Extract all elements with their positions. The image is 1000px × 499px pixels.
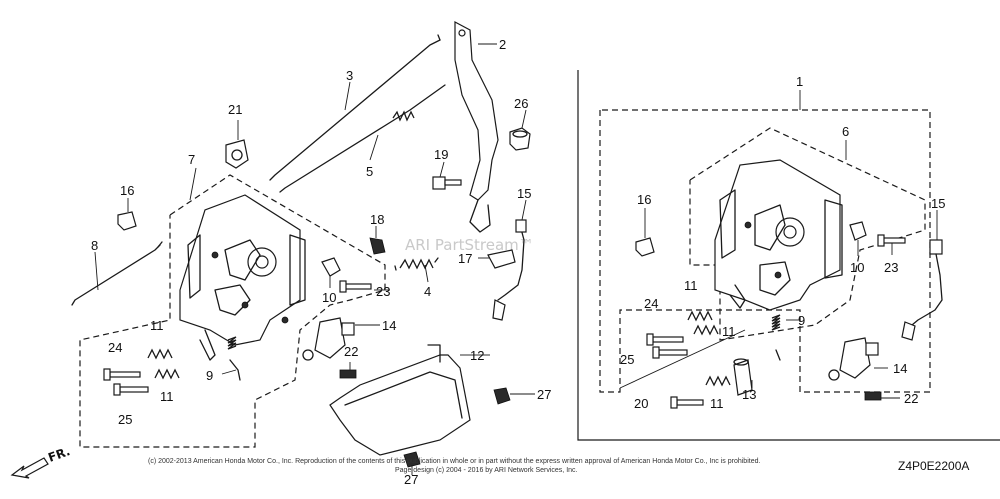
part-25-screw-right xyxy=(652,346,688,359)
part-22-screw-right xyxy=(864,391,882,401)
callout-10-left: 10 xyxy=(322,290,336,305)
callout-21: 21 xyxy=(228,102,242,117)
part-5-rod xyxy=(279,84,446,193)
callout-16-right: 16 xyxy=(637,192,651,207)
leader-lines xyxy=(94,43,938,475)
callout-11-right-top: 11 xyxy=(684,278,698,293)
callout-11-left-top: 11 xyxy=(150,318,164,333)
part-17-holder xyxy=(487,249,516,269)
right-assembly-frame xyxy=(577,70,1000,441)
part-19-screw xyxy=(432,176,462,190)
callout-14-right: 14 xyxy=(893,361,907,376)
diagram-code: Z4P0E2200A xyxy=(898,459,969,473)
part-23-screw-right xyxy=(877,234,906,247)
part-22-screw-left xyxy=(339,369,357,379)
callout-labels: 2 3 21 26 5 7 16 19 18 15 17 8 4 10 23 1… xyxy=(91,37,945,487)
part-11-springs-right xyxy=(687,310,731,387)
part-27-bolt-upper xyxy=(493,387,511,405)
part-24-screw-left xyxy=(103,368,141,381)
callout-11-right-mid: 11 xyxy=(722,324,736,339)
part-7-group-outline xyxy=(79,174,386,448)
part-18-bolt xyxy=(369,237,386,255)
callout-8: 8 xyxy=(91,238,98,253)
callout-14-left: 14 xyxy=(382,318,396,333)
callout-5: 5 xyxy=(366,164,373,179)
callout-9-right: 9 xyxy=(798,313,805,328)
front-direction-label: FR. xyxy=(46,444,72,465)
callout-17: 17 xyxy=(458,251,472,266)
part-23-screw-left xyxy=(339,280,372,293)
front-direction-arrow: FR. xyxy=(10,444,72,479)
part-26-nut xyxy=(509,127,531,151)
part-13-sleeve xyxy=(733,358,753,396)
part-2-lever xyxy=(454,21,499,233)
callout-22-right: 22 xyxy=(904,391,918,406)
callout-27-right: 27 xyxy=(537,387,551,402)
callout-15-right: 15 xyxy=(931,196,945,211)
callout-24-left: 24 xyxy=(108,340,122,355)
part-24-screw-right xyxy=(646,333,684,346)
callout-23-right: 23 xyxy=(884,260,898,275)
part-20-screw xyxy=(670,396,704,409)
callout-7: 7 xyxy=(188,152,195,167)
part-3-rod xyxy=(269,34,441,181)
callout-22-left: 22 xyxy=(344,344,358,359)
part-21-clip xyxy=(225,139,249,169)
part-25-screw-left xyxy=(113,383,149,396)
callout-10-right: 10 xyxy=(850,260,864,275)
part-12-cover xyxy=(329,344,471,456)
callout-13: 13 xyxy=(742,387,756,402)
callout-11-right-bottom: 11 xyxy=(710,396,724,411)
part-4-spring-left xyxy=(394,257,439,271)
part-9-spring-left xyxy=(227,336,241,381)
callout-20: 20 xyxy=(634,396,648,411)
callout-15-left: 15 xyxy=(517,186,531,201)
callout-18: 18 xyxy=(370,212,384,227)
part-9-spring-right xyxy=(771,314,781,361)
callout-27-bottom: 27 xyxy=(404,472,418,487)
callout-12: 12 xyxy=(470,348,484,363)
callout-2: 2 xyxy=(499,37,506,52)
part-16-clamp-right xyxy=(635,237,655,257)
part-11-springs-left xyxy=(147,348,180,380)
part-10-nut-right xyxy=(849,221,867,241)
callout-6: 6 xyxy=(842,124,849,139)
callout-16-left: 16 xyxy=(120,183,134,198)
part-10-nut-left xyxy=(321,257,341,277)
part-8-rod xyxy=(71,241,163,306)
watermark: ARI PartStream™ xyxy=(405,236,534,254)
part-7-control-base xyxy=(179,194,306,361)
callout-23-left: 23 xyxy=(376,284,390,299)
part-14-switch-left xyxy=(302,317,355,361)
callout-24-right: 24 xyxy=(644,296,658,311)
callout-25-right: 25 xyxy=(620,352,634,367)
part-6-control-base xyxy=(714,159,843,311)
callout-25-left: 25 xyxy=(118,412,132,427)
callout-11-left-bottom: 11 xyxy=(160,389,174,404)
part-16-clamp-left xyxy=(117,211,137,231)
part-14-switch-right xyxy=(828,337,879,381)
callout-26: 26 xyxy=(514,96,528,111)
callout-19: 19 xyxy=(434,147,448,162)
callout-9-left: 9 xyxy=(206,368,213,383)
right-separator-line xyxy=(619,329,746,389)
part-15-wire-left xyxy=(492,219,527,321)
part-27-bolt-lower xyxy=(403,451,421,468)
callout-1: 1 xyxy=(796,74,803,89)
callout-4: 4 xyxy=(424,284,431,299)
copyright-line-1: (c) 2002-2013 American Honda Motor Co., … xyxy=(148,458,760,465)
part-15-wire-right xyxy=(901,239,943,341)
callout-3: 3 xyxy=(346,68,353,83)
copyright-line-2: Page design (c) 2004 - 2016 by ARI Netwo… xyxy=(395,467,578,474)
